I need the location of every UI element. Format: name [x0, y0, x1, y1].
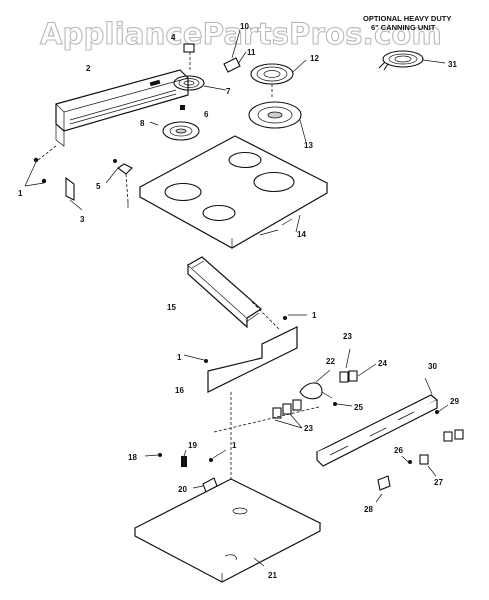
callout-22: 22: [326, 357, 335, 366]
callout-31: 31: [448, 60, 457, 69]
watermark-text: AppliancePartsPros.com: [40, 17, 442, 51]
callout-14: 14: [297, 230, 306, 239]
optional-note-line1: OPTIONAL HEAVY DUTY: [363, 14, 451, 23]
burner-box-channel: [187, 256, 262, 329]
surface-element-large: [250, 59, 307, 98]
callout-3: 3: [80, 215, 85, 224]
callout-6: 6: [204, 110, 209, 119]
drip-pan-small: [149, 121, 200, 141]
screws-left: [24, 145, 57, 187]
brackets-lower-left: [144, 449, 227, 493]
callout-7: 7: [226, 87, 231, 96]
callout-4: 4: [171, 33, 176, 42]
callout-29: 29: [450, 397, 459, 406]
callout-25: 25: [354, 403, 363, 412]
alignment-line-2: [213, 406, 320, 433]
callout-15: 15: [167, 303, 176, 312]
optional-note-line2: 6" CANNING UNIT: [371, 23, 436, 32]
hinge-bracket: [105, 159, 133, 208]
callout-10: 10: [240, 22, 249, 31]
callout-11: 11: [247, 48, 256, 57]
terminal-block-lower: [272, 399, 303, 429]
heat-shield: [183, 301, 307, 393]
callout-1a: 1: [18, 189, 23, 198]
bottom-pan: [133, 478, 322, 583]
callout-27: 27: [434, 478, 443, 487]
callout-1d: 1: [232, 441, 237, 450]
callout-2: 2: [86, 64, 91, 73]
callout-28: 28: [364, 505, 373, 514]
terminal-block-upper: [339, 348, 377, 383]
main-cooktop: [138, 135, 329, 249]
callout-numbers: 2 4 10 11 7 12 6 8 13 31 1 5 3 14 15 1 1…: [18, 22, 459, 580]
drip-pan-large: [248, 101, 307, 143]
callout-12: 12: [310, 54, 319, 63]
backguard-panel: [55, 69, 189, 147]
screw-25: [333, 402, 353, 407]
callout-26: 26: [394, 446, 403, 455]
callout-8: 8: [140, 119, 145, 128]
callout-18: 18: [128, 453, 137, 462]
callout-23a: 23: [343, 332, 352, 341]
wire-harness-connector: [299, 369, 333, 400]
surface-element-small-rear: [173, 75, 227, 91]
callout-5: 5: [96, 182, 101, 191]
callout-16: 16: [175, 386, 184, 395]
callout-1b: 1: [312, 311, 317, 320]
front-manifold-panel: [315, 377, 439, 467]
callout-20: 20: [178, 485, 187, 494]
callout-13: 13: [304, 141, 313, 150]
side-bracket: [65, 176, 83, 211]
side-parts-right: [375, 404, 464, 503]
callout-23b: 23: [304, 424, 313, 433]
canning-unit-element: [378, 50, 446, 71]
callout-19: 19: [188, 441, 197, 450]
callout-30: 30: [428, 362, 437, 371]
callout-1c: 1: [177, 353, 182, 362]
callout-21: 21: [268, 571, 277, 580]
infinite-switch: [183, 29, 247, 73]
element-clip: [180, 105, 185, 110]
callout-24: 24: [378, 359, 387, 368]
